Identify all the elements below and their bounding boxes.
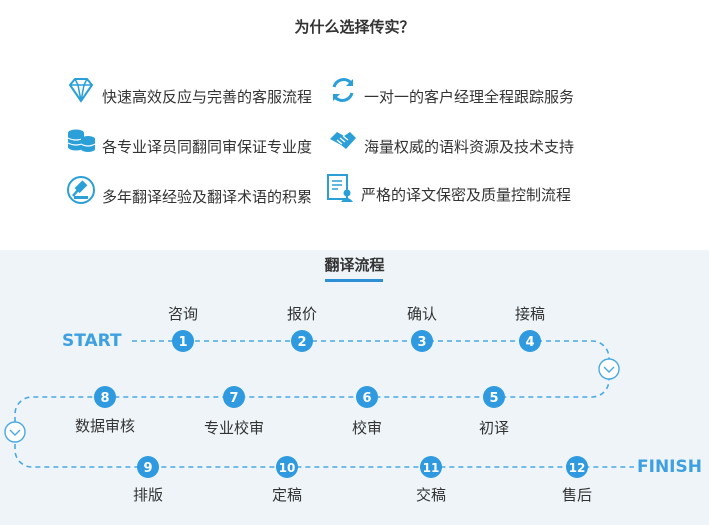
document-user-icon — [327, 173, 353, 202]
step-marker-2 — [291, 330, 313, 352]
section-title: 为什么选择传实？ — [294, 18, 415, 36]
feature-text: 快速高效反应与完善的客服流程 — [102, 88, 313, 106]
step-label-1: 咨询 — [167, 305, 199, 323]
step-label-9: 排版 — [132, 486, 164, 504]
step-number-3: 3 — [417, 335, 426, 350]
start-label: START — [62, 331, 122, 351]
step-number-11: 11 — [423, 461, 440, 475]
feature-item: 一对一的客户经理全程跟踪服务 — [328, 72, 574, 107]
step-marker-3 — [411, 330, 433, 352]
gavel-icon — [67, 175, 95, 204]
step-label-8: 数据审核 — [74, 417, 136, 435]
step-number-1: 1 — [178, 335, 187, 350]
refresh-cycle-icon — [332, 77, 354, 102]
step-number-12: 12 — [569, 461, 586, 475]
diamond-icon — [68, 77, 94, 103]
step-marker-11 — [420, 456, 442, 478]
step-number-7: 7 — [229, 391, 238, 406]
step-label-7: 专业校审 — [203, 419, 265, 437]
step-number-9: 9 — [143, 461, 152, 476]
feature-item: 海量权威的语料资源及技术支持 — [328, 122, 574, 157]
down-chevron-icon — [4, 421, 26, 443]
step-label-2: 报价 — [286, 305, 318, 323]
step-marker-9 — [137, 456, 159, 478]
down-chevron-icon — [598, 358, 620, 380]
step-label-10: 定稿 — [271, 486, 303, 504]
step-number-6: 6 — [362, 391, 371, 406]
step-marker-12 — [566, 456, 588, 478]
process-panel — [0, 250, 709, 525]
feature-item: 严格的译文保密及质量控制流程 — [325, 170, 571, 205]
step-number-5: 5 — [489, 391, 498, 406]
step-marker-10 — [276, 456, 298, 478]
step-label-3: 确认 — [406, 305, 438, 323]
step-marker-1 — [172, 330, 194, 352]
handshake-icon — [330, 131, 356, 149]
step-label-5: 初译 — [478, 419, 510, 437]
step-marker-8 — [94, 386, 116, 408]
feature-text: 多年翻译经验及翻译术语的积累 — [102, 188, 313, 206]
step-marker-6 — [356, 386, 378, 408]
step-label-6: 校审 — [351, 419, 383, 437]
feature-item: 各专业译员同翻同审保证专业度 — [66, 122, 312, 157]
step-label-12: 售后 — [561, 486, 593, 504]
feature-text: 海量权威的语料资源及技术支持 — [364, 138, 575, 156]
step-marker-7 — [223, 386, 245, 408]
step-label-11: 交稿 — [415, 486, 447, 504]
feature-item: 多年翻译经验及翻译术语的积累 — [66, 172, 312, 207]
feature-item: 快速高效反应与完善的客服流程 — [66, 72, 312, 107]
process-title: 翻译流程 — [324, 256, 385, 274]
feature-text: 各专业译员同翻同审保证专业度 — [102, 138, 313, 156]
step-number-4: 4 — [525, 335, 534, 350]
step-label-4: 接稿 — [514, 305, 546, 323]
feature-text: 一对一的客户经理全程跟踪服务 — [364, 88, 575, 106]
step-marker-4 — [519, 330, 541, 352]
step-number-8: 8 — [100, 391, 109, 406]
title-underline — [325, 279, 383, 282]
coin-stack-icon — [67, 129, 96, 152]
step-marker-5 — [483, 386, 505, 408]
feature-text: 严格的译文保密及质量控制流程 — [361, 186, 572, 204]
finish-label: FINISH — [637, 457, 702, 477]
step-number-2: 2 — [297, 335, 306, 350]
flow-connector-lines — [14, 340, 634, 468]
step-number-10: 10 — [279, 461, 296, 475]
